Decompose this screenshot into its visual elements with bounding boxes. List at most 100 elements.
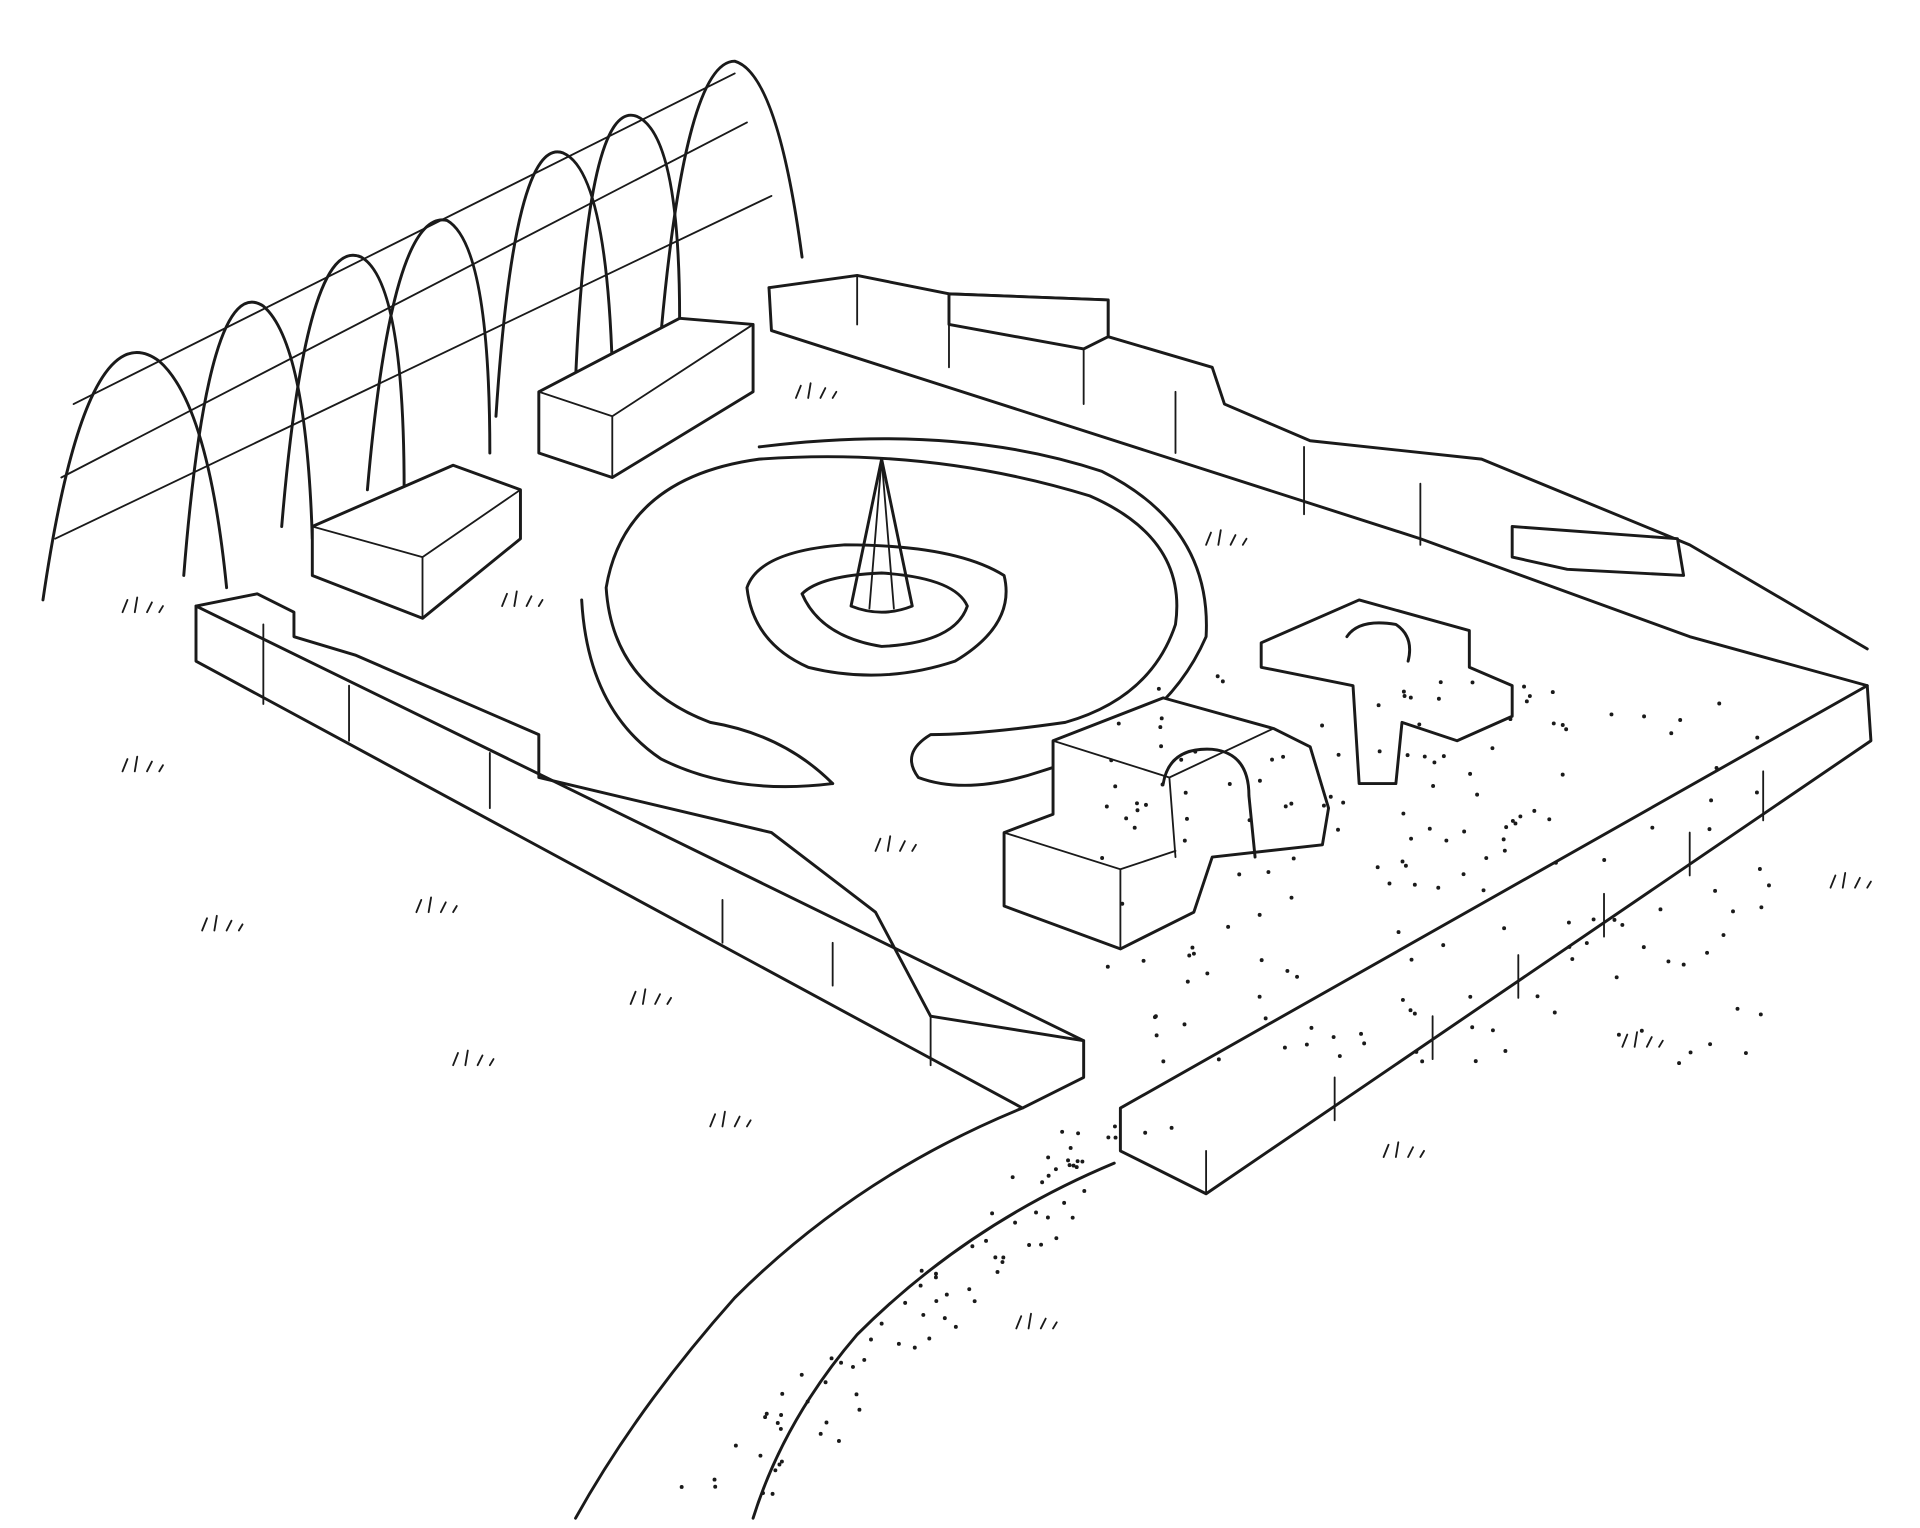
grass-tuft (795, 382, 838, 399)
planter-left (310, 463, 522, 620)
gravel-dot (1422, 754, 1427, 759)
gravel-dot (1074, 1165, 1079, 1170)
spiral-hedge (580, 437, 1208, 789)
gravel-dot (1100, 856, 1105, 860)
gravel-dot (1591, 917, 1596, 922)
gravel-dot (1387, 881, 1392, 886)
gravel-dot (1113, 784, 1118, 789)
gravel-dot (1767, 883, 1771, 888)
gravel-dot (1106, 1135, 1111, 1140)
gravel-dot (1532, 808, 1537, 813)
gravel-dot (1156, 686, 1161, 691)
gravel-dot (1502, 848, 1507, 853)
gravel-dot (1490, 1028, 1495, 1033)
gravel-dot (1688, 1050, 1693, 1055)
gravel-dot (993, 1255, 998, 1260)
grass-tufts (121, 382, 1872, 1330)
gravel-dot (1470, 680, 1475, 685)
gravel-dot (839, 1360, 844, 1365)
gravel-dot (1401, 689, 1406, 694)
gravel-dot (1427, 826, 1432, 831)
gravel-dot (1503, 1048, 1508, 1053)
gravel-dot (1027, 1243, 1032, 1247)
gravel-dot (1639, 1028, 1644, 1033)
gravel-dot (1060, 1129, 1065, 1134)
gravel-dot (1144, 802, 1148, 807)
gravel-dot (1336, 752, 1341, 757)
gravel-dot (1000, 1260, 1005, 1264)
gravel-dot (1669, 731, 1674, 736)
gravel-dot (1713, 888, 1718, 893)
gravel-dot (1001, 1255, 1006, 1260)
gravel-dot (1490, 746, 1495, 751)
gravel-dot (1045, 1215, 1050, 1220)
gravel-dot (818, 1431, 823, 1436)
gravel-dot (1518, 814, 1523, 819)
gravel-dot (1190, 945, 1195, 950)
gravel-dot (824, 1420, 829, 1425)
gravel-dot (1400, 997, 1405, 1002)
gravel-dot (1135, 801, 1139, 806)
gravel-dot (1501, 837, 1506, 842)
gravel-dot (1707, 827, 1712, 832)
gravel-dot (1709, 798, 1714, 803)
gravel-dot (1182, 838, 1187, 843)
gravel-dot (1116, 721, 1121, 726)
gravel-dot (1075, 1159, 1080, 1164)
grass-tuft (201, 914, 244, 932)
grass-tuft (709, 1110, 752, 1128)
gravel-dot (775, 1421, 780, 1425)
gravel-dot (1257, 778, 1262, 783)
gravel-dot (1743, 1051, 1748, 1055)
gravel-dot (1039, 1242, 1044, 1247)
planter-back (537, 316, 755, 479)
gravel-dot (1109, 758, 1114, 763)
gravel-dot (829, 1356, 834, 1361)
gravel-dot (1641, 945, 1646, 950)
gravel-dot (1614, 975, 1619, 980)
gravel-dot (1135, 808, 1140, 813)
gravel-dot (763, 1415, 768, 1420)
gravel-dot (823, 1380, 828, 1385)
grass-tuft (1829, 872, 1872, 889)
gravel-dot (1226, 924, 1231, 929)
gravel-dot (1104, 804, 1109, 809)
gravel-dot (1650, 825, 1655, 830)
gravel-dot (1062, 1200, 1067, 1205)
gravel-dot (1431, 784, 1436, 788)
arch-trellis (41, 59, 804, 602)
gravel-dot (903, 1300, 908, 1305)
gravel-dot (1193, 749, 1198, 754)
gravel-dot (1105, 964, 1110, 969)
gravel-dot (1609, 712, 1614, 717)
gravel-dot (779, 1413, 784, 1417)
gravel-dot (713, 1484, 718, 1489)
grass-tuft (121, 596, 164, 614)
gravel-dot (1080, 1159, 1085, 1164)
gravel-dot (1159, 744, 1164, 749)
gravel-dot (1567, 944, 1572, 949)
gravel-dot (1401, 811, 1406, 816)
gravel-dot (1502, 926, 1507, 931)
grass-tuft (1621, 1031, 1664, 1048)
gravel-dot (1522, 684, 1527, 689)
gravel-dot (1066, 1158, 1071, 1163)
gravel-dot (1046, 1173, 1051, 1178)
gravel-dot (1257, 994, 1262, 999)
gravel-dot (1328, 794, 1333, 799)
gravel-dot (1291, 856, 1296, 861)
gravel-dot (1409, 957, 1414, 962)
gravel-dot (1681, 962, 1686, 967)
gravel-dot (933, 1275, 938, 1280)
gravel-dot (1285, 968, 1290, 973)
gravel-dot (1757, 867, 1762, 871)
stepped-blocks (1002, 598, 1514, 951)
gravel-dot (1082, 1188, 1087, 1193)
gravel-dot (1289, 895, 1294, 900)
gravel-dot (869, 1337, 873, 1342)
gravel-dot (1566, 920, 1571, 925)
gravel-dot (1444, 838, 1449, 843)
gravel-dot (1159, 716, 1164, 721)
grass-tuft (1205, 529, 1248, 546)
gravel-dot (1377, 749, 1382, 754)
